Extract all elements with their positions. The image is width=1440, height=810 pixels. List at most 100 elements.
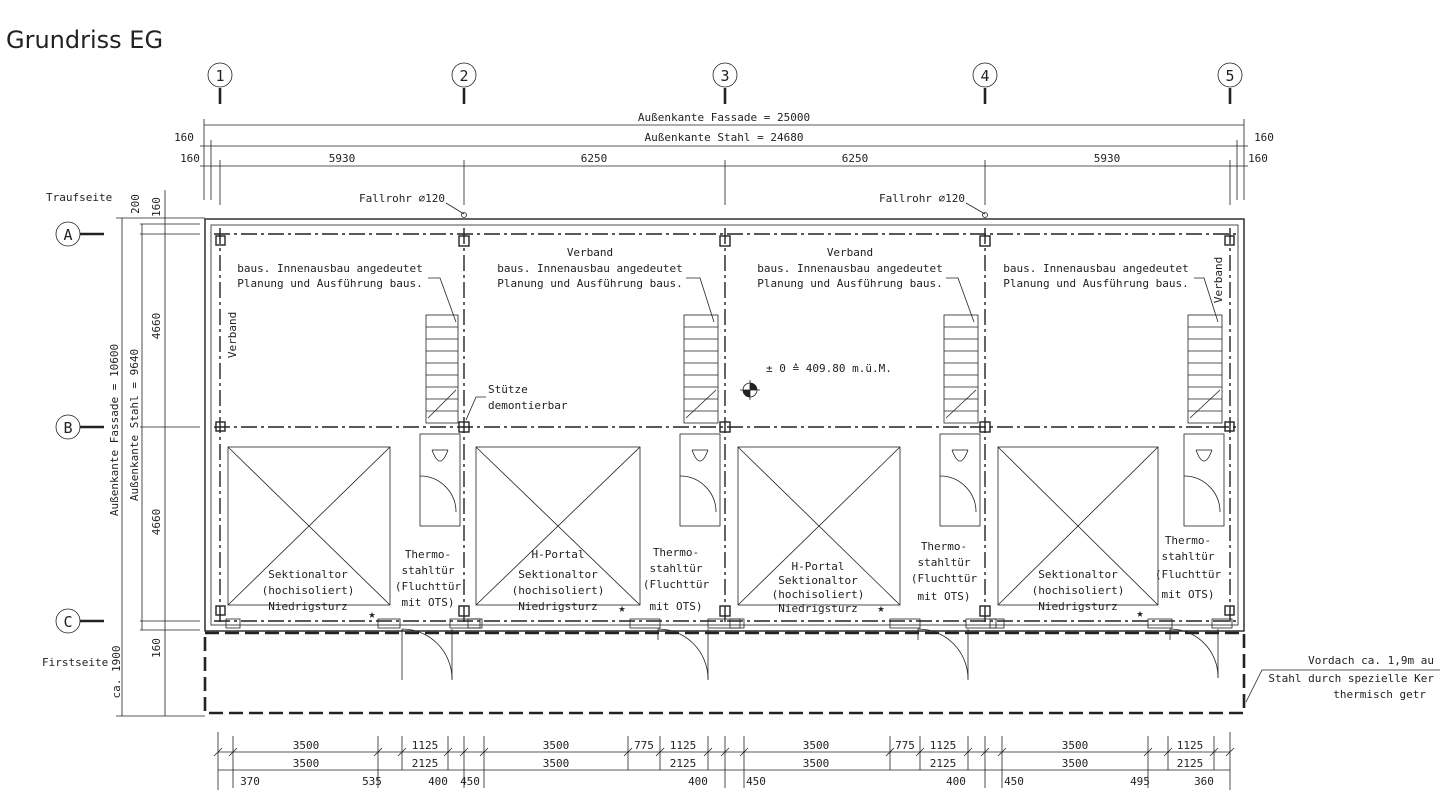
star-marker: ★ [877, 601, 884, 615]
steel-length-label: Außenkante Stahl = 24680 [645, 131, 804, 144]
column-axis-1: 1 [207, 62, 233, 104]
left-dim-160-bottom: 160 [150, 638, 163, 658]
bay1-door-dim: 1125 [412, 739, 439, 752]
bracing-label: Verband [567, 246, 613, 259]
axis-label-1: 1 [215, 67, 224, 85]
bay1-left-dim: 370 [240, 775, 260, 788]
left-dim-4660-bottom: 4660 [150, 509, 163, 536]
bay3-left-dim: 450 [746, 775, 766, 788]
bay2-right-dim: 400 [688, 775, 708, 788]
bay-2: Verband baus. Innenausbau angedeutet Pla… [467, 246, 741, 680]
bay2-gap-dim: 775 [634, 739, 654, 752]
column-note-line1: Stütze [488, 383, 528, 396]
left-dim-4660-top: 4660 [150, 313, 163, 340]
bay4-right-dim: 360 [1194, 775, 1214, 788]
axis-label-2: 2 [459, 67, 468, 85]
left-dim-canopy: ca. 1900 [110, 646, 123, 699]
door-label-line2: stahltür [402, 564, 455, 577]
span-dim-4: 5930 [1094, 152, 1121, 165]
bay4-door-dim: 1125 [1177, 739, 1204, 752]
column-axis-3: 3 [712, 62, 738, 104]
bay4-gate-dim2: 3500 [1062, 757, 1089, 770]
eaves-side-label: Traufseite [46, 191, 112, 204]
door-label-line2: stahltür [650, 562, 703, 575]
row-axis-c: C [55, 608, 104, 634]
canopy-outline [203, 631, 1246, 715]
canopy-note-line1: Vordach ca. 1,9m au [1308, 654, 1434, 667]
gate-opening-1 [227, 446, 391, 606]
door-label-line3: (Fluchttür [911, 572, 978, 585]
door-label-line1: Thermo- [653, 546, 699, 559]
level-marker: ± 0 ≙ 409.80 m.ü.M. [740, 362, 892, 400]
bay2-door-dim: 1125 [670, 739, 697, 752]
star-marker: ★ [618, 601, 625, 615]
bay3-right-dim: 400 [946, 775, 966, 788]
bay3-gap-dim: 775 [895, 739, 915, 752]
door-label-line2: stahltür [1162, 550, 1215, 563]
door-label-line2: stahltür [918, 556, 971, 569]
bay4-left-dim: 450 [1004, 775, 1024, 788]
portal-label: H-Portal [532, 548, 585, 561]
bay1-door-dim2: 2125 [412, 757, 439, 770]
bay4-gate-dim: 3500 [1062, 739, 1089, 752]
bracing-label: Verband [827, 246, 873, 259]
interior-note-line2: Planung und Ausführung baus. [757, 277, 942, 290]
gate-label-line1: Sektionaltor [268, 568, 348, 581]
bay4-door-dim2: 2125 [1177, 757, 1204, 770]
building-outline [203, 218, 1246, 715]
bay3-gate-dim: 3500 [803, 739, 830, 752]
gate-opening-4 [997, 446, 1159, 606]
door-label-line3: (Fluchttür [1155, 568, 1222, 581]
door-label-line4: mit OTS) [402, 596, 455, 609]
door-label-line1: Thermo- [1165, 534, 1211, 547]
bay4-mid-dim: 495 [1130, 775, 1150, 788]
span-dim-1: 5930 [329, 152, 356, 165]
edge-dim-right-1: 160 [1254, 131, 1274, 144]
interior-note-line1: baus. Innenausbau angedeutet [1003, 262, 1188, 275]
door-label-line3: (Fluchttür [395, 580, 462, 593]
top-dimensions: Außenkante Fassade = 25000 Außenkante St… [174, 111, 1274, 218]
edge-dim-right-2: 160 [1248, 152, 1268, 165]
interior-note-line1: baus. Innenausbau angedeutet [757, 262, 942, 275]
row-axis-b: B [55, 414, 104, 440]
interior-note-line1: baus. Innenausbau angedeutet [237, 262, 422, 275]
column-axis-5: 5 [1217, 62, 1243, 104]
door-label-line3: (Fluchttür [643, 578, 710, 591]
bay1-right-dim: 400 [428, 775, 448, 788]
door-label-line1: Thermo- [405, 548, 451, 561]
axis-label-4: 4 [980, 67, 989, 85]
star-marker: ★ [1136, 606, 1143, 620]
downpipe-label-2: Fallrohr ⌀120 [879, 192, 965, 205]
gate-opening-2 [475, 446, 641, 606]
span-dim-2: 6250 [581, 152, 608, 165]
bay2-left-dim: 450 [460, 775, 480, 788]
interior-note-line1: baus. Innenausbau angedeutet [497, 262, 682, 275]
gate-label-line2: (hochisoliert) [1032, 584, 1125, 597]
facade-length-label: Außenkante Fassade = 25000 [638, 111, 810, 124]
door-label-line4: mit OTS) [650, 600, 703, 613]
bay3-door-dim: 1125 [930, 739, 957, 752]
structural-grid [214, 228, 1236, 625]
column-axis-2: 2 [451, 62, 477, 104]
canopy-note-line2: Stahl durch spezielle Ker [1268, 672, 1434, 685]
interior-note-line2: Planung und Ausführung baus. [497, 277, 682, 290]
interior-note-line2: Planung und Ausführung baus. [237, 277, 422, 290]
row-axis-a: A [55, 221, 104, 247]
bay1-mid-dim: 535 [362, 775, 382, 788]
interior-note-line2: Planung und Ausführung baus. [1003, 277, 1188, 290]
gate-label-line1: Sektionaltor [518, 568, 598, 581]
axis-label-3: 3 [720, 67, 729, 85]
left-facade-height-label: Außenkante Fassade = 10600 [108, 344, 121, 516]
door-label-line4: mit OTS) [918, 590, 971, 603]
left-dim-200: 200 [129, 194, 142, 214]
left-steel-height-label: Außenkante Stahl = 9640 [128, 349, 141, 501]
gate-label-line1: Sektionaltor [1038, 568, 1118, 581]
gate-label-line2: (hochisoliert) [772, 588, 865, 601]
gate-label-line3: Niedrigsturz [1038, 600, 1117, 613]
axis-label-5: 5 [1225, 67, 1234, 85]
bay-4: baus. Innenausbau angedeutet Planung und… [989, 257, 1233, 678]
gate-label-line2: (hochisoliert) [262, 584, 355, 597]
door-label-line4: mit OTS) [1162, 588, 1215, 601]
bay2-door-dim2: 2125 [670, 757, 697, 770]
bracing-label-vertical: Verband [226, 312, 239, 358]
